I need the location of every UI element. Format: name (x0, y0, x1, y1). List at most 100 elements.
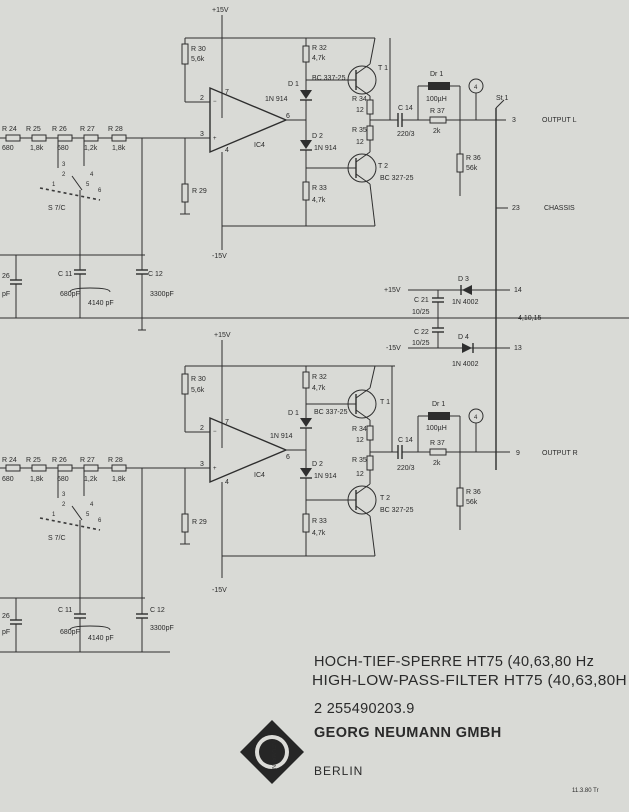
r30-value: 5,6k (191, 56, 205, 63)
r28-value: 1,8k (112, 476, 126, 483)
output-label: OUTPUT L (542, 117, 577, 124)
r36-ref: R 36 (466, 489, 481, 496)
r35-value: 12 (356, 139, 364, 146)
transistor-t2-lower: T 2 BC 327-25 (306, 483, 414, 557)
r33-ref: R 33 (312, 518, 327, 525)
r25-value: 1,8k (30, 145, 44, 152)
r35-ref: R 35 (352, 127, 367, 134)
d4-ref: D 4 (458, 334, 469, 341)
r26-ref: R 26 (52, 126, 67, 133)
c12-value: 3300pF (150, 291, 174, 298)
switch-pos-6: 6 (98, 518, 102, 524)
c11-ref: C 11 (58, 271, 72, 278)
pos-supply-label: +15V (384, 287, 401, 294)
r34-value: 12 (356, 107, 364, 114)
opamp-label: IC4 (254, 472, 265, 479)
drawing-date: 11.3.80 Tr (572, 788, 599, 794)
output-pin: 9 (516, 450, 520, 457)
title-german: HOCH-TIEF-SPERRE HT75 (40,63,80 Hz (314, 654, 594, 670)
output-pin: 3 (512, 117, 516, 124)
c22-ref: C 22 (414, 329, 429, 336)
neg-supply-label: -15V (386, 345, 401, 352)
switch-pos-3: 3 (62, 162, 66, 168)
connector-ref: St 1 (496, 95, 509, 102)
t1-ref: T 1 (378, 65, 388, 72)
r37-value: 2k (433, 128, 441, 135)
switch-s7c: 3 2 1 4 5 6 S 7/C (39, 468, 102, 598)
t1-value: BC 337-25 (314, 409, 348, 416)
r26-ref: R 26 (52, 457, 67, 464)
svg-text:−: − (213, 429, 217, 435)
switch-pos-1: 1 (52, 182, 56, 188)
d3-value: 1N 4002 (452, 299, 479, 306)
c22-value: 10/25 (412, 340, 430, 347)
title-english: HIGH-LOW-PASS-FILTER HT75 (40,63,80H (312, 673, 627, 689)
svg-text:+: + (213, 136, 217, 142)
t1-value: BC 337-25 (312, 75, 346, 82)
choke-value: 100µH (426, 425, 447, 432)
pin-minus: 2 (200, 425, 204, 432)
t1-ref: T 1 (380, 399, 390, 406)
switch-pos-5: 5 (86, 512, 90, 518)
channel-upper: R 24 680 R 25 1,8k R 26 680 R 27 1,2k R … (0, 7, 629, 331)
transistor-t1-lower: T 1 BC 337-25 (306, 365, 390, 421)
r27-value: 1,2k (84, 476, 98, 483)
pin-plus: 3 (200, 131, 204, 138)
c14-value: 220/3 (397, 131, 415, 138)
r35-value: 12 (356, 471, 364, 478)
r32-value: 4,7k (312, 55, 326, 62)
choke-dr1-lower (428, 412, 450, 420)
switch-label: S 7/C (48, 535, 66, 542)
d1-value: 1N 914 (270, 433, 293, 440)
company-name: GEORG NEUMANN GMBH (314, 725, 502, 741)
switch-pos-5: 5 (86, 182, 90, 188)
cap-combined: 4140 pF (88, 300, 114, 307)
opamp-label: IC4 (254, 142, 265, 149)
r28-value: 1,8k (112, 145, 126, 152)
output-label: OUTPUT R (542, 450, 578, 457)
testpoint-label: 4 (474, 85, 478, 91)
resistor-r28 (111, 134, 127, 142)
c21-value: 10/25 (412, 309, 430, 316)
pos-supply-pin: 14 (514, 287, 522, 294)
opamp-ic4-lower: 2 3 7 4 6 IC4 − + (200, 416, 290, 578)
t2-value: BC 327-25 (380, 175, 414, 182)
city: BERLIN (314, 764, 363, 778)
r32-ref: R 32 (312, 45, 327, 52)
c26-ref: 26 (2, 273, 10, 280)
d2-ref: D 2 (312, 133, 323, 140)
r27-value: 1,2k (84, 145, 98, 152)
d3-ref: D 3 (458, 276, 469, 283)
r33-value: 4,7k (312, 197, 326, 204)
pin-minus: 2 (200, 95, 204, 102)
c26-value: pF (2, 291, 10, 298)
r29-ref: R 29 (192, 188, 207, 195)
chassis-pin: 23 (512, 205, 520, 212)
d4-value: 1N 4002 (452, 361, 479, 368)
supply-top: +15V (212, 7, 229, 14)
c11-value: 680pF (60, 291, 80, 298)
ground-pins: 4,10,15 (518, 315, 541, 322)
pin-out: 6 (286, 454, 290, 461)
resistor-r26 (57, 134, 73, 142)
t2-ref: T 2 (378, 163, 388, 170)
choke-ref: Dr 1 (430, 71, 443, 78)
r32-ref: R 32 (312, 374, 327, 381)
resistor-r24 (5, 134, 21, 142)
c12-value: 3300pF (150, 625, 174, 632)
c21-ref: C 21 (414, 297, 429, 304)
r30-ref: R 30 (191, 376, 206, 383)
c14-value: 220/3 (397, 465, 415, 472)
c26-ref: 26 (2, 613, 10, 620)
switch-pos-2: 2 (62, 502, 66, 508)
switch-pos-4: 4 (90, 502, 94, 508)
opamp-ic4-upper: 2 3 7 4 6 IC4 − + (200, 86, 290, 238)
r24-value: 680 (2, 145, 14, 152)
testpoint-label: 4 (474, 415, 478, 421)
switch-s7c: 3 2 1 4 5 6 S 7/C (39, 138, 102, 255)
choke-value: 100µH (426, 96, 447, 103)
c12-ref: C 12 (150, 607, 165, 614)
r33-value: 4,7k (312, 530, 326, 537)
switch-pos-2: 2 (62, 172, 66, 178)
r26-value: 680 (57, 476, 69, 483)
